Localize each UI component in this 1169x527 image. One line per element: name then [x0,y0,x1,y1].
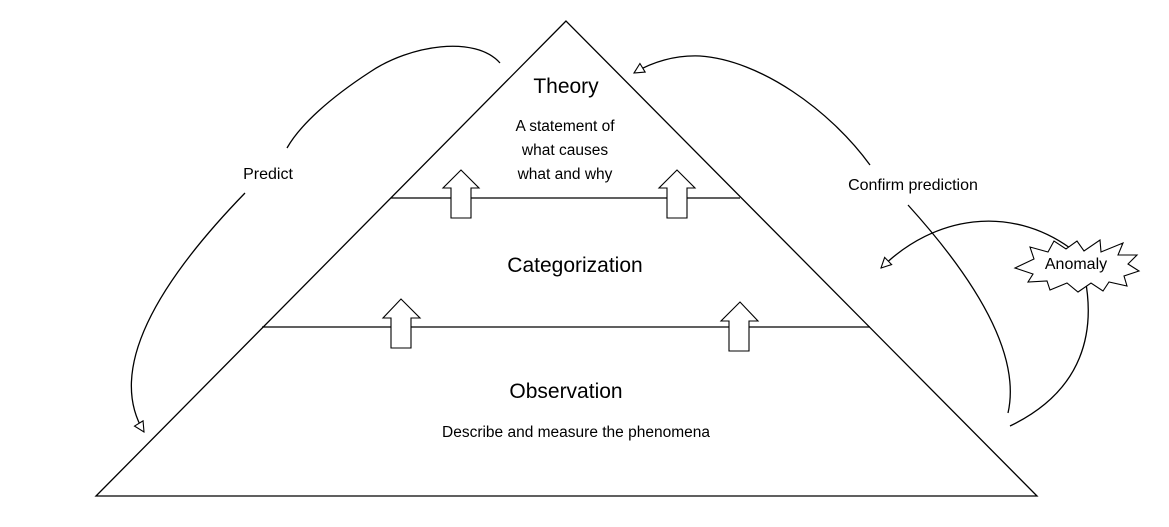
anomaly-from-observation-line [1009,277,1089,427]
predict-arrow-lower [130,192,246,432]
anomaly-to-theory-arrow [881,220,1071,268]
predict-arrow-upper [286,45,501,149]
observation-desc: Describe and measure the phenomena [442,424,710,441]
theory-desc-line-2: what causes [521,142,608,159]
anomaly-starburst [1013,239,1141,293]
predict-label: Predict [243,166,293,183]
up-arrow-icon [441,169,481,219]
theory-desc-line-1: A statement of [515,118,615,135]
up-arrow-icon [657,169,697,219]
confirm-arrow-lower [907,204,1011,414]
observation-title: Observation [509,380,622,403]
anomaly-label: Anomaly [1045,256,1107,273]
pyramid-outline [94,20,1039,497]
up-arrow-icon [381,298,422,349]
confirm-arrow-upper [634,55,871,166]
categorization-title: Categorization [507,254,642,277]
theory-desc-line-3: what and why [517,166,613,183]
confirm-prediction-label: Confirm prediction [848,177,978,194]
theory-title: Theory [533,75,599,98]
up-arrow-icon [719,301,760,352]
